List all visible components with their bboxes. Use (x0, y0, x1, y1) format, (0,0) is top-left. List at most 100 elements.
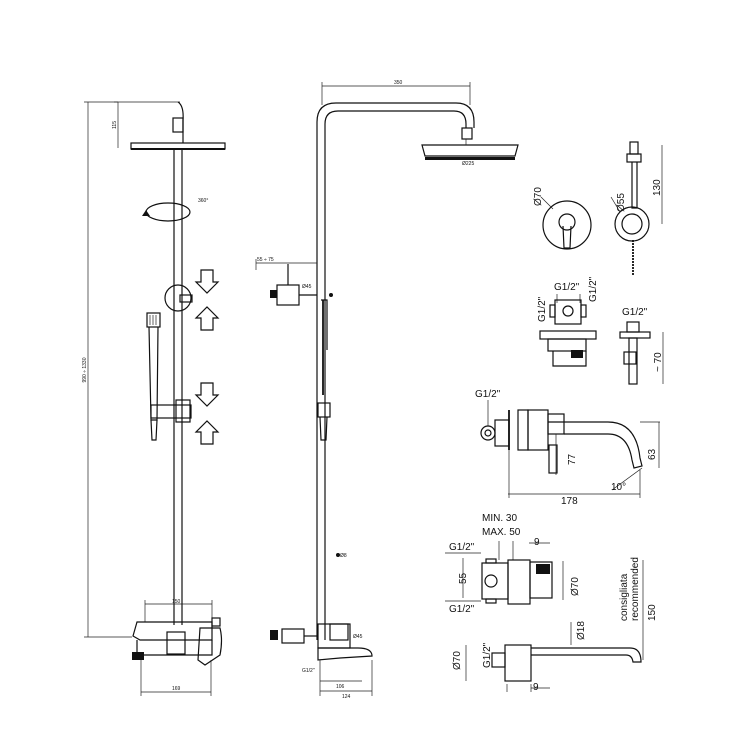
spout-plate (504, 644, 532, 682)
front-mixer-lower (136, 640, 213, 656)
connection-body (554, 299, 582, 325)
built-in-bottom-conn (485, 598, 497, 604)
wall-height-63-label: 63 (647, 448, 658, 460)
front-shower-head-face (131, 148, 225, 150)
side-support-pin (329, 293, 333, 297)
recommended-label-1: consigliata (619, 573, 630, 621)
built-in-sleeve (507, 559, 531, 605)
wall-angle-line (611, 467, 643, 491)
front-mixer-knob (211, 617, 221, 627)
front-mixer-lever (197, 627, 223, 666)
side-mixer-spout (317, 647, 373, 661)
side-support-knob (270, 290, 277, 298)
hand-outlet-stem (631, 162, 638, 209)
built-in-cartridge-top (536, 564, 550, 574)
far-connection-stem (628, 337, 638, 385)
recommended-label-2: recommended (630, 557, 641, 621)
width-55-label: 55 (458, 572, 469, 584)
side-mixer-inlet (281, 628, 305, 644)
spout-diameter-label: Ø18 (576, 621, 587, 640)
wall-mixer-lever (548, 444, 558, 474)
adjust-arrows-upper (194, 269, 220, 331)
front-mixer-body (132, 621, 213, 641)
nine-bottom-label: 9 (533, 682, 539, 693)
wall-mixer: G1/2" 77 63 10° 178 (475, 389, 660, 507)
wall-mixer-connection-label: G1/2" (475, 389, 501, 400)
side-shower-head-face (425, 157, 515, 160)
wall-mixer-inlet-inner (484, 429, 492, 437)
hose-ref-label: Ø8 (340, 553, 347, 559)
front-hand-shower-head (146, 312, 161, 328)
hand-outlet-leader (610, 196, 621, 213)
front-arm-curve (177, 101, 184, 143)
connection-far-label: G1/2" (622, 307, 648, 318)
wall-length-label: 178 (561, 496, 578, 507)
depth-b-label: 124 (342, 694, 351, 700)
wall-mixer-inlet (480, 425, 496, 441)
connection-base (552, 351, 587, 367)
total-height-label: 990 ÷ 1330 (82, 357, 88, 382)
side-shower-head (421, 144, 519, 157)
connection-top-label: G1/2" (554, 282, 580, 293)
side-column-inner (324, 110, 467, 640)
side-mixer-body (317, 623, 351, 649)
side-hand-holder (317, 402, 331, 418)
built-in-cartridge (529, 561, 553, 599)
spout (531, 647, 642, 663)
rotation-arrow (145, 202, 191, 222)
wall-height-77-label: 77 (567, 453, 578, 465)
rosette-diameter-label: Ø70 (533, 187, 544, 206)
far-connection-plate (619, 331, 651, 339)
connection-upper-label: G1/2" (449, 542, 475, 553)
head-diameter-label: Ø225 (462, 161, 474, 167)
connection-plate (539, 330, 597, 340)
hand-outlet-neck (626, 153, 642, 163)
side-head-joint (461, 127, 473, 140)
connection-center (562, 305, 574, 317)
support-diameter-label: Ø45 (302, 284, 312, 290)
rosette-lever (562, 225, 572, 249)
mixer-ref-label: Ø45 (353, 634, 363, 640)
wall-mixer-rosette (517, 409, 529, 451)
connection-right-label: G1/2" (588, 276, 599, 302)
rotation-arrow-head (142, 210, 150, 216)
wall-mixer-box (494, 419, 510, 447)
front-clamp-screw (179, 294, 193, 303)
rotation-label: 360° (198, 198, 208, 204)
connection-lever (571, 350, 583, 358)
rosette-label: Ø70 (570, 577, 581, 596)
adjust-arrows-lower (194, 382, 220, 445)
depth-a-label: 106 (336, 684, 345, 690)
rosette-leader (540, 196, 554, 210)
front-arm-joint (172, 117, 184, 133)
detail-rosette: Ø70 Ø55 130 (533, 141, 663, 275)
connection-bottom-label: G1/2" (482, 642, 493, 668)
hand-outlet-diameter-label: Ø55 (616, 193, 627, 212)
nine-top-label: 9 (534, 537, 540, 548)
connection-lower-label: G1/2" (449, 604, 475, 615)
front-support-clamp (164, 284, 192, 312)
wall-mixer-body (527, 409, 549, 451)
connection-side-r (580, 304, 587, 318)
plate-diameter-label: Ø70 (452, 651, 463, 670)
side-hand-handle (319, 416, 328, 441)
wall-mixer-spout (548, 421, 643, 469)
connection-side-l (549, 304, 556, 318)
front-hand-shower-handle (148, 326, 159, 421)
front-mixer-center (166, 631, 186, 655)
front-slider (150, 404, 192, 419)
built-in-top-conn (485, 558, 497, 564)
hand-outlet-height-label: 130 (652, 179, 663, 196)
rosette-circle (542, 200, 592, 250)
side-hose-guide (321, 299, 328, 350)
approx-depth-label: ~ 70 (653, 352, 664, 372)
support-range-label: 55 ÷ 75 (257, 257, 274, 263)
side-column-outer (316, 102, 475, 640)
built-in-detail: MIN. 30 MAX. 50 9 G1/2" 55 G1/2" Ø70 Ø18… (445, 513, 658, 693)
length-150-label: 150 (647, 604, 658, 621)
built-in-body (481, 562, 509, 600)
rosette-knob (558, 213, 576, 231)
arm-length-label: 350 (394, 80, 403, 86)
bar-width-label: 150 (172, 599, 181, 605)
detail-connections: G1/2" G1/2" G1/2" G1/2" ~ 70 (537, 276, 664, 385)
